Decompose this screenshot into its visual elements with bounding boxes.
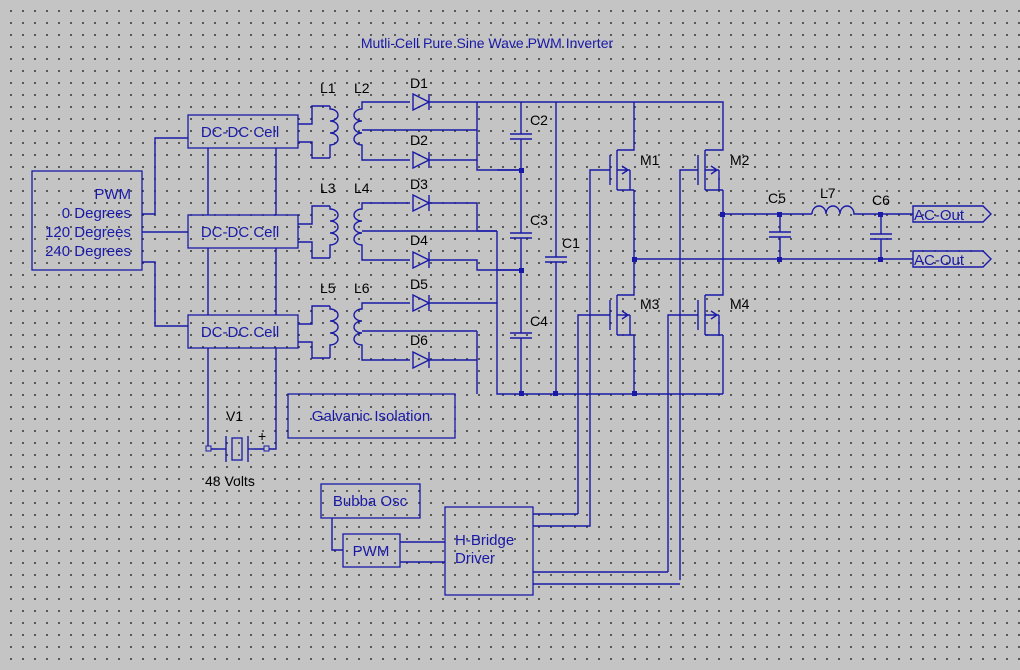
label-c4: C4 [530,313,548,329]
bubba-oscillator-block: Bubba Osc [320,483,421,519]
mosfet-m1 [589,102,637,514]
galvanic-isolation-label: Galvanic Isolation [287,393,456,439]
label-d3: D3 [410,176,428,192]
battery-value: 48 Volts [205,473,255,489]
label-l5: L5 [320,280,336,296]
capacitor-stack [510,102,532,396]
dc-dc-cell-3: DC-DC Cell [187,314,299,349]
label-c2: C2 [530,112,548,128]
label-d4: D4 [410,232,428,248]
label-c6: C6 [872,192,890,208]
label-c5: C5 [768,190,786,206]
label-l7: L7 [820,185,836,201]
label-l6: L6 [354,280,370,296]
svg-text:H-Bridge: H-Bridge [455,532,514,549]
label-d1: D1 [410,75,428,91]
capacitor-c1 [545,102,567,396]
label-d5: D5 [410,276,428,292]
svg-text:Galvanic Isolation: Galvanic Isolation [312,408,430,425]
svg-text:+: + [258,428,266,444]
label-l2: L2 [354,80,370,96]
label-l3: L3 [320,180,336,196]
label-d2: D2 [410,132,428,148]
dc-dc-cell-2: DC-DC Cell [187,214,299,249]
h-bridge-driver-block: H-Bridge Driver [444,506,534,596]
svg-text:Bubba Osc: Bubba Osc [333,493,408,510]
label-m3: M3 [640,296,660,312]
svg-text:DC-DC Cell: DC-DC Cell [201,224,279,241]
inductor-l7 [811,205,913,215]
diagram-title: Mutli-Cell Pure Sine Wave PWM Inverter [361,35,614,51]
svg-text:PWM: PWM [353,543,390,560]
capacitor-c6 [870,212,892,262]
ac-out-terminal-1: AC-Out [912,205,992,224]
capacitor-c5 [769,212,791,262]
label-m2: M2 [730,152,750,168]
label-c3: C3 [530,212,548,228]
pwm-generator-block: PWM 0 Degrees 120 Degrees 240 Degrees [31,170,143,271]
label-m1: M1 [640,152,660,168]
pwm-phase-120: 120 Degrees [45,224,131,241]
mosfet-m2 [679,120,725,580]
label-c1: C1 [562,235,580,251]
battery-ref: V1 [226,408,243,424]
svg-text:AC-Out: AC-Out [914,252,965,269]
mosfet-m4 [667,259,724,572]
svg-text:DC-DC Cell: DC-DC Cell [201,124,279,141]
mosfet-m3 [577,259,637,514]
label-d6: D6 [410,332,428,348]
pwm-phase-0: 0 Degrees [62,205,131,222]
label-l4: L4 [354,180,370,196]
svg-text:Driver: Driver [455,550,495,567]
transformer-primaries [298,105,339,359]
transformer-secondaries [353,101,497,361]
battery-v1: + V1 48 Volts [205,408,270,489]
ac-out-terminal-2: AC-Out [912,250,992,269]
pwm-label: PWM [94,186,131,203]
osc-pwm-block: PWM [342,533,401,568]
svg-text:AC-Out: AC-Out [914,207,965,224]
label-l1: L1 [320,80,336,96]
svg-text:DC-DC Cell: DC-DC Cell [201,324,279,341]
label-m4: M4 [730,296,750,312]
pwm-phase-240: 240 Degrees [45,243,131,260]
dc-dc-cell-1: DC-DC Cell [187,114,299,149]
